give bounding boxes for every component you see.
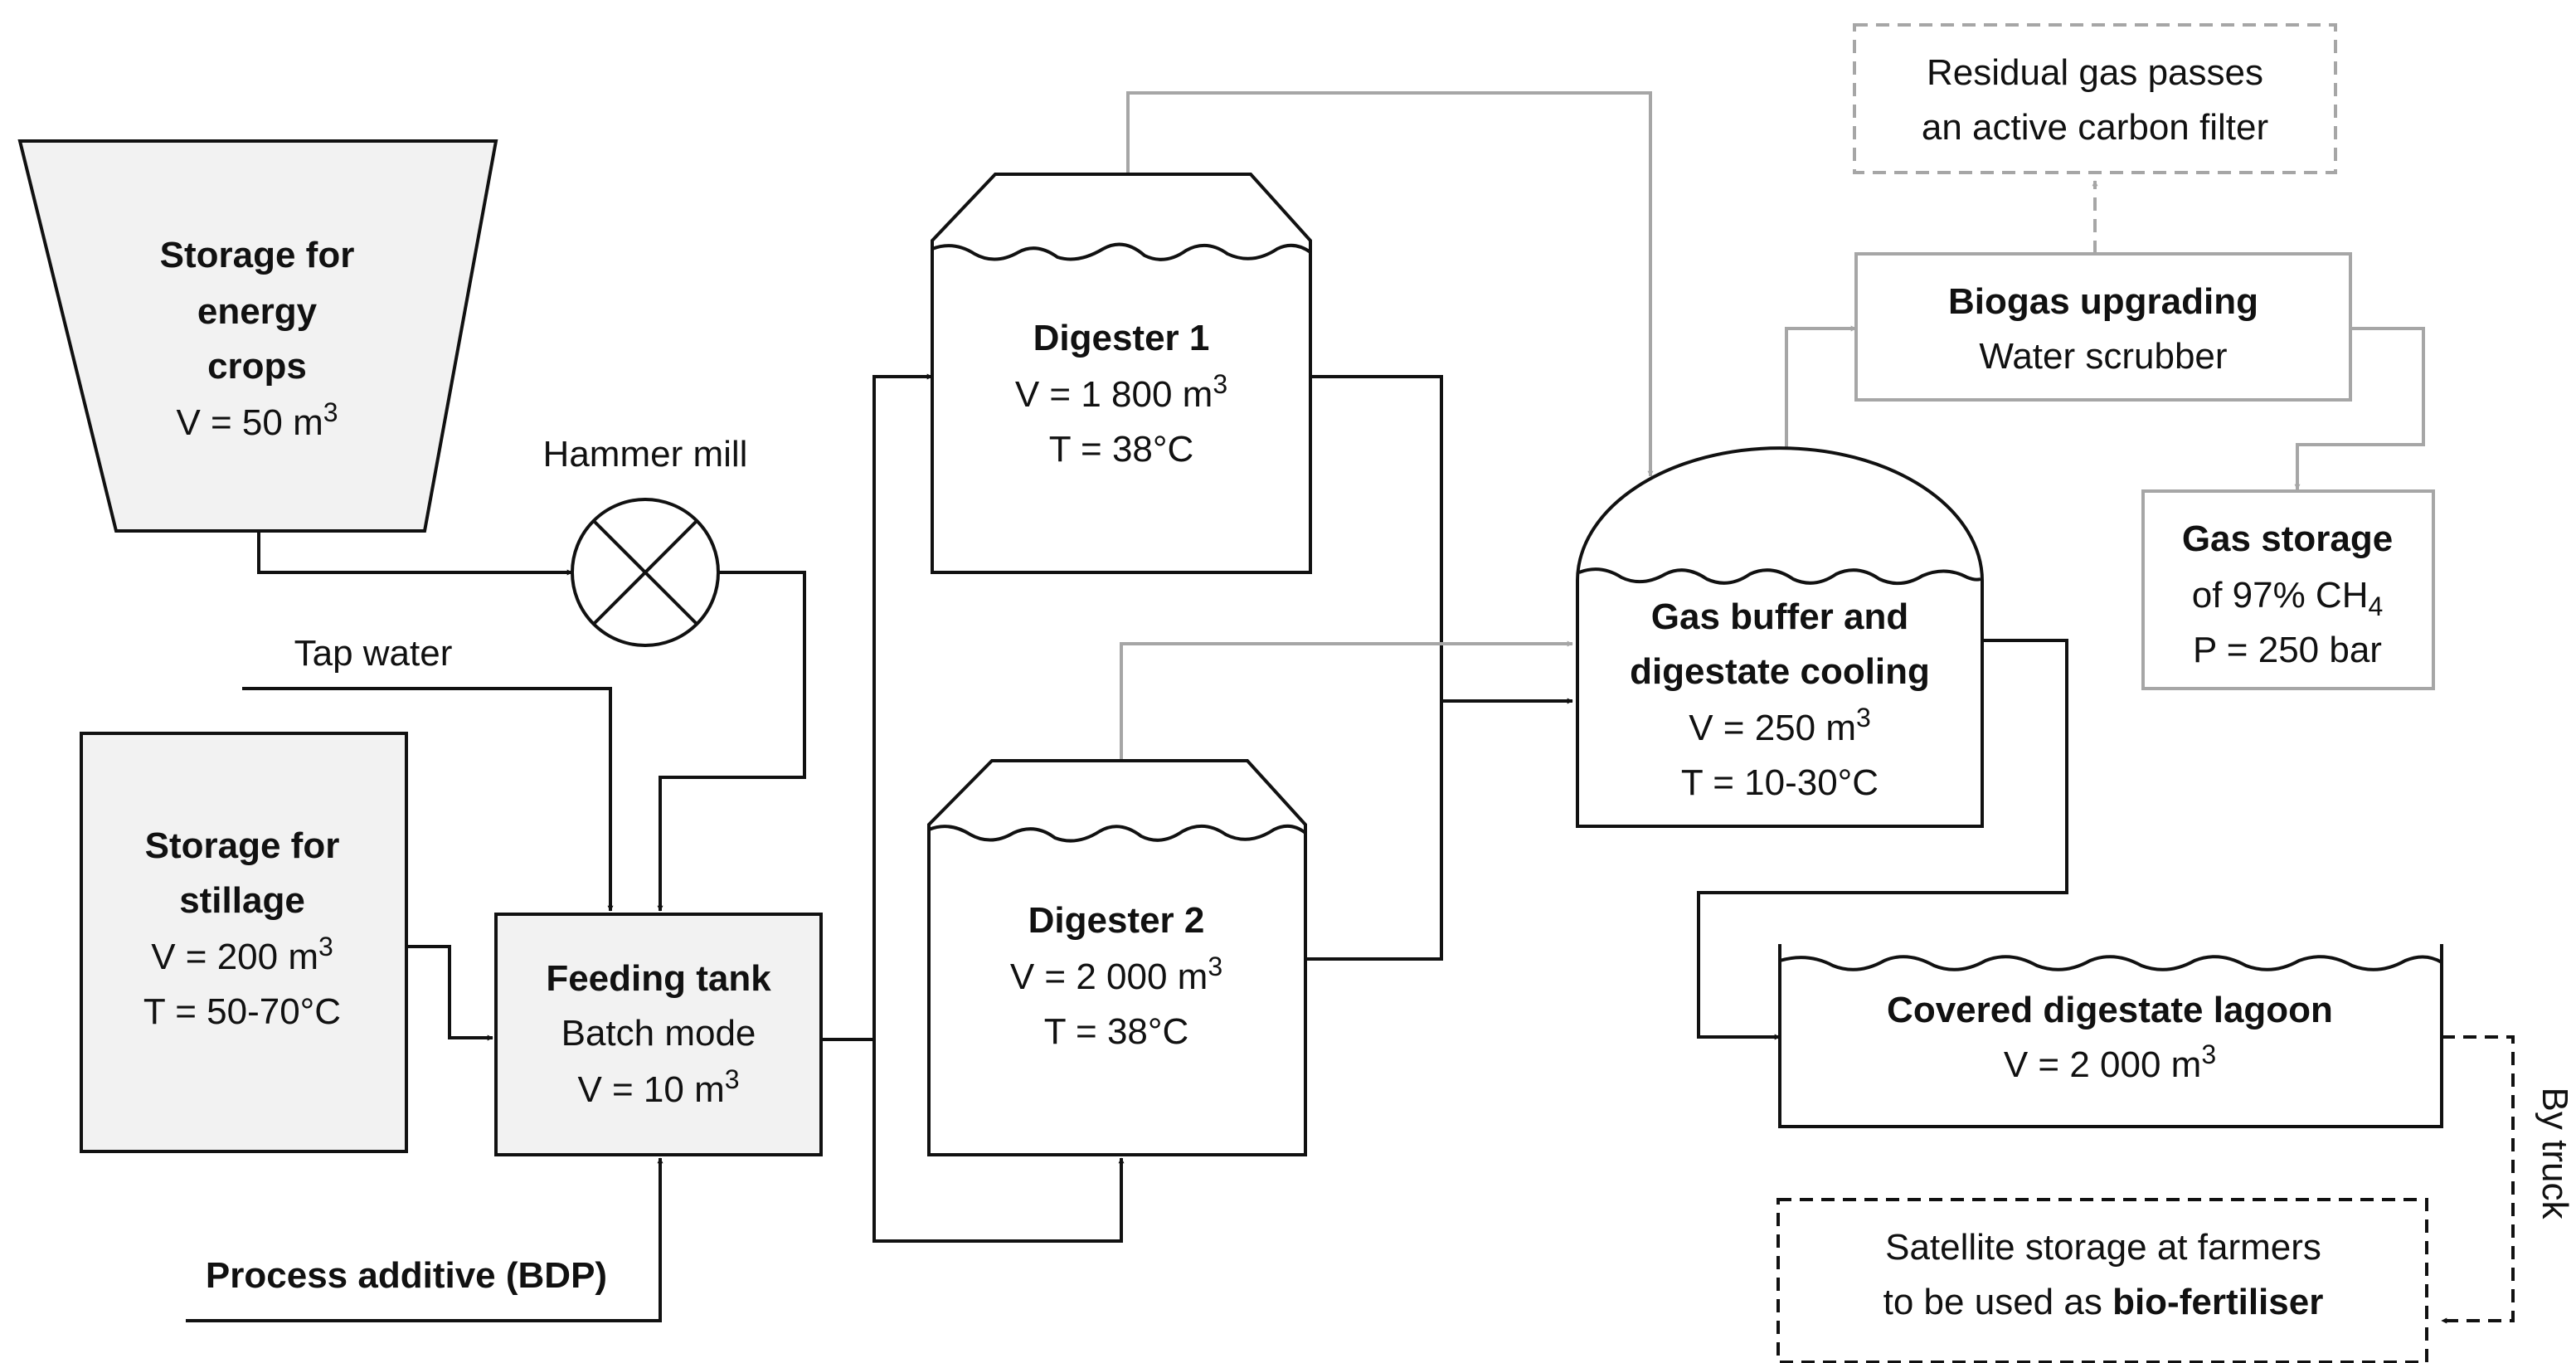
storage-energy-crops-line2: energy	[197, 291, 318, 332]
gas-buffer-liquid-surface	[1578, 567, 1981, 586]
flow-mill-to-feeding-tank	[657, 571, 806, 912]
flow-tap-water-to-feeding-tank	[242, 687, 614, 912]
digester-1-temperature: T = 38°C	[1049, 429, 1194, 470]
flow-gas-buffer-to-lagoon	[1697, 639, 2068, 1040]
storage-energy-crops-volume: V = 50 m3	[176, 397, 338, 443]
storage-stillage-volume: V = 200 m3	[151, 932, 333, 977]
process-additive-label: Process additive (BDP)	[206, 1255, 607, 1296]
residual-gas: Residual gas passes an active carbon fil…	[1853, 23, 2337, 174]
flow-feeding-tank-to-digester-2	[872, 1039, 1125, 1243]
digestate-lagoon-title: Covered digestate lagoon	[1887, 990, 2333, 1030]
feeding-tank: Feeding tank Batch mode V = 10 m3	[494, 913, 823, 1156]
flow-crops-to-mill	[257, 531, 573, 576]
digester-1-volume: V = 1 800 m3	[1015, 369, 1227, 415]
gas-storage-pressure: P = 250 bar	[2193, 630, 2382, 670]
gas-storage-content: of 97% CH4	[2192, 575, 2384, 621]
satellite-storage: Satellite storage at farmers to be used …	[1776, 1198, 2428, 1363]
gas-buffer-to-upgrading	[1785, 325, 1857, 458]
storage-stillage-line1: Storage for	[145, 825, 340, 866]
flow-additive-to-feeding-tank	[186, 1157, 663, 1322]
feeding-tank-volume: V = 10 m3	[577, 1064, 739, 1110]
connectors	[186, 91, 2515, 1324]
feeding-tank-shape	[494, 913, 823, 1156]
tap-water-label: Tap water	[294, 633, 453, 674]
gas-digester-2-to-gas-buffer	[1120, 640, 1573, 761]
digestate-lagoon: Covered digestate lagoon V = 2 000 m3	[1778, 944, 2443, 1128]
digester-1-title: Digester 1	[1033, 318, 1210, 358]
digester-1-liquid-surface	[931, 242, 1312, 261]
storage-energy-crops-line1: Storage for	[160, 235, 355, 275]
gas-buffer-line1: Gas buffer and	[1651, 596, 1909, 637]
gas-upgrading-to-storage	[2294, 327, 2425, 490]
digester-1-shape	[931, 173, 1312, 574]
gas-storage: Gas storage of 97% CH4 P = 250 bar	[2141, 489, 2435, 690]
hammer-mill-label: Hammer mill	[543, 434, 748, 475]
by-truck-label: By truck	[2535, 1088, 2575, 1220]
digester-2-volume: V = 2 000 m3	[1010, 952, 1222, 997]
residual-gas-shape	[1853, 23, 2337, 174]
storage-stillage: Storage for stillage V = 200 m3 T = 50-7…	[80, 732, 408, 1153]
satellite-storage-line1: Satellite storage at farmers	[1885, 1227, 2321, 1268]
storage-stillage-temperature: T = 50-70°C	[143, 991, 341, 1032]
residual-gas-line1: Residual gas passes	[1927, 52, 2263, 93]
biogas-upgrading: Biogas upgrading Water scrubber	[1854, 252, 2352, 402]
gas-buffer-volume: V = 250 m3	[1689, 703, 1871, 748]
digester-1: Digester 1 V = 1 800 m3 T = 38°C	[931, 173, 1312, 574]
gas-buffer: Gas buffer and digestate cooling V = 250…	[1576, 446, 1984, 828]
flow-digester-1-to-gas-buffer	[1310, 375, 1443, 701]
digester-2-temperature: T = 38°C	[1044, 1011, 1189, 1052]
digester-2-shape	[927, 759, 1307, 1156]
flow-stillage-to-feeding-tank	[406, 945, 493, 1041]
storage-energy-crops-shape	[17, 139, 498, 533]
flow-feeding-tank-to-digester-1	[821, 373, 933, 1041]
biogas-upgrading-subtitle: Water scrubber	[1979, 336, 2227, 377]
biogas-upgrading-shape	[1854, 252, 2352, 402]
digester-2-liquid-surface	[928, 824, 1307, 843]
gas-storage-title: Gas storage	[2182, 518, 2393, 559]
digestate-lagoon-volume: V = 2 000 m3	[2004, 1039, 2216, 1085]
gas-buffer-shape	[1576, 446, 1984, 828]
digestate-lagoon-surface	[1779, 955, 2443, 971]
residual-gas-line2: an active carbon filter	[1922, 107, 2268, 148]
gas-buffer-temperature: T = 10-30°C	[1681, 762, 1879, 803]
storage-stillage-shape	[80, 732, 408, 1153]
gas-digester-1-to-gas-buffer	[1126, 91, 1654, 477]
satellite-storage-line2: to be used as bio-fertiliser	[1883, 1282, 2324, 1322]
flow-lagoon-to-satellite	[2441, 1035, 2515, 1324]
hammer-mill: Hammer mill	[543, 434, 748, 647]
satellite-storage-shape	[1776, 1198, 2428, 1363]
storage-energy-crops-line3: crops	[207, 346, 307, 387]
gas-buffer-line2: digestate cooling	[1630, 651, 1930, 692]
biogas-upgrading-title: Biogas upgrading	[1948, 281, 2258, 322]
storage-stillage-line2: stillage	[179, 880, 305, 921]
feeding-tank-mode: Batch mode	[561, 1013, 756, 1054]
feeding-tank-title: Feeding tank	[546, 958, 771, 999]
digestate-lagoon-shape	[1778, 944, 2443, 1128]
digester-2-title: Digester 2	[1028, 900, 1205, 941]
flow-digester-2-to-gas-buffer	[1305, 698, 1573, 961]
digester-2: Digester 2 V = 2 000 m3 T = 38°C	[927, 759, 1307, 1156]
gas-storage-shape	[2141, 489, 2435, 690]
storage-energy-crops: Storage for energy crops V = 50 m3	[17, 139, 498, 533]
